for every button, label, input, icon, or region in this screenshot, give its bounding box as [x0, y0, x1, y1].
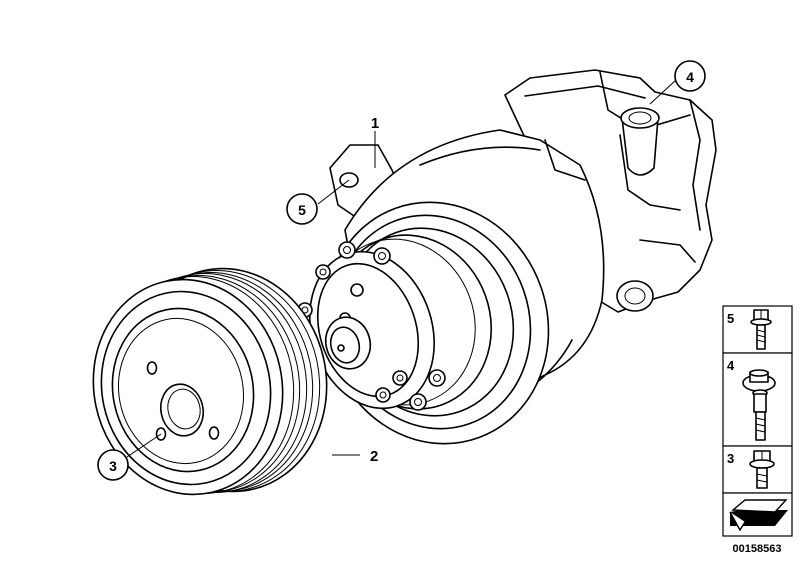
flange-bolt-small-icon: [750, 309, 772, 350]
svg-text:4: 4: [727, 358, 735, 373]
callout-5: 5: [286, 193, 318, 225]
leader-line-bolt-5: [317, 179, 350, 205]
svg-text:5: 5: [298, 202, 306, 218]
hex-flange-bolt-icon: [749, 450, 775, 489]
power-steering-pump: [297, 69, 717, 445]
svg-text:3: 3: [727, 451, 734, 466]
legend-corner: [722, 492, 793, 537]
parts-legend: 5 4: [722, 305, 793, 537]
image-reference-number: 00158563: [733, 543, 782, 555]
callout-4: 4: [674, 60, 706, 92]
legend-item-4: 4: [722, 352, 793, 447]
leader-line-fitting-4: [649, 79, 677, 105]
collar-bolt-long-icon: [742, 369, 776, 441]
svg-text:3: 3: [109, 458, 117, 474]
legend-item-5: 5: [722, 305, 793, 354]
folded-arrow-icon: [729, 499, 788, 532]
callout-3: 3: [97, 449, 129, 481]
label-pump: 1: [371, 115, 379, 132]
label-pulley: 2: [370, 448, 378, 465]
legend-item-3: 3: [722, 445, 793, 494]
pulley: [92, 267, 328, 496]
leader-line-bolt-3: [126, 433, 162, 458]
svg-text:4: 4: [686, 69, 694, 85]
svg-text:5: 5: [727, 311, 734, 326]
